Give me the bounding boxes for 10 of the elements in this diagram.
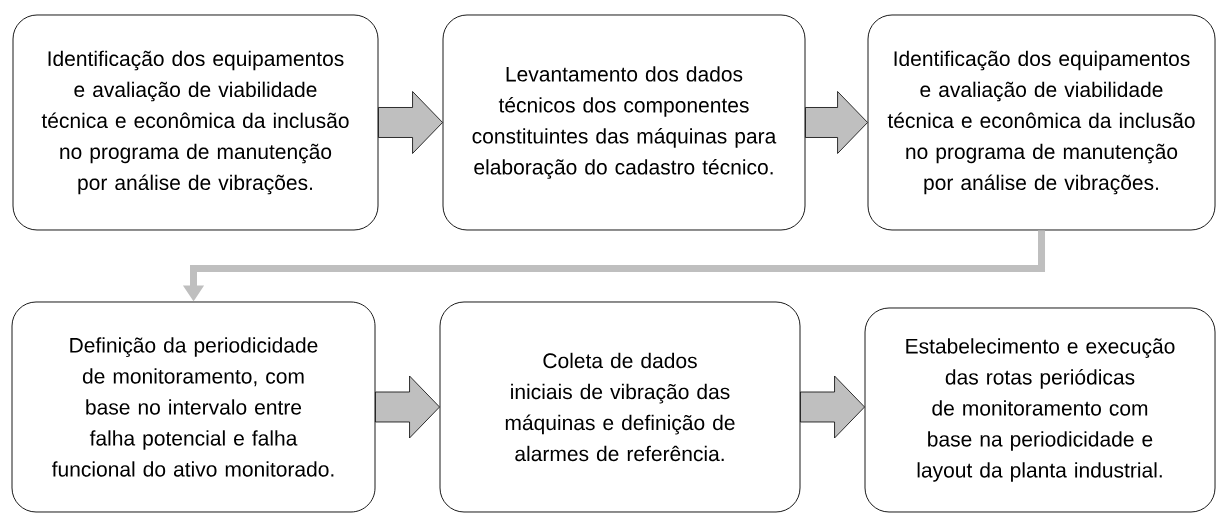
process-box: Identificação dos equipamentos e avaliação de viabilidade técnica e econômica da inclusão no programa de manutenção por análise de vibrações. bbox=[867, 14, 1216, 231]
block-arrow bbox=[800, 375, 865, 439]
process-box: Estabelecimento e execução das rotas periódicas de monitoramento com base na periodicidade e layout da planta industrial. bbox=[864, 307, 1216, 513]
block-arrow bbox=[375, 375, 440, 439]
process-box: Definição da periodicidade de monitoramento, com base no intervalo entre falha potencial e falha funcional do ativo monitorado. bbox=[11, 301, 376, 513]
block-arrow bbox=[805, 91, 868, 154]
process-box: Levantamento dos dados técnicos dos componentes constituintes das máquinas para elaboração do cadastro técnico. bbox=[442, 14, 806, 231]
process-box: Identificação dos equipamentos e avaliação de viabilidade técnica e econômica da inclusão no programa de manutenção por análise de vibrações. bbox=[12, 14, 379, 231]
block-arrow bbox=[378, 91, 443, 154]
process-box: Coleta de dados iniciais de vibração das máquinas e definição de alarmes de referência. bbox=[439, 301, 801, 513]
